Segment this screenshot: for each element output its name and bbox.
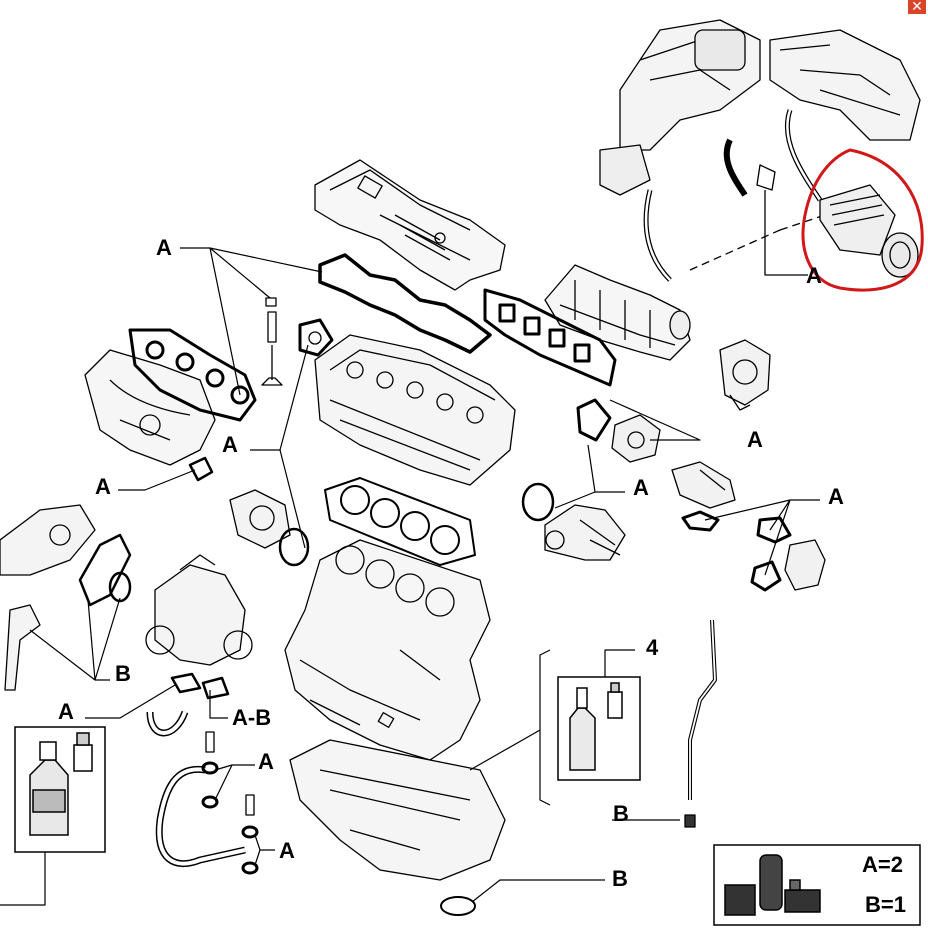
callout-b: B	[115, 661, 131, 686]
sealant-kit-4	[557, 676, 641, 781]
intake-gasket	[483, 288, 617, 387]
intake-manifold	[544, 264, 691, 361]
legend-box	[713, 844, 921, 926]
legend-b-quantity: B=1	[865, 892, 906, 917]
kit-number: 4	[646, 635, 659, 660]
callout-a: A	[156, 235, 172, 260]
egr-gasket-3	[750, 560, 782, 592]
highlight-circle	[801, 148, 924, 292]
oil-pipe-assembly	[155, 731, 259, 875]
close-icon[interactable]: ✕	[908, 0, 926, 14]
water-outlet	[611, 414, 661, 463]
cylinder-head	[314, 334, 516, 486]
sealant-bottle-icon	[29, 741, 69, 836]
callout-a: A	[95, 474, 111, 499]
egr-elbow	[784, 539, 826, 591]
turbo-flange-gasket	[188, 456, 214, 482]
callout-a: A	[279, 838, 295, 863]
crank-seal	[108, 571, 132, 603]
egr-gasket-2	[756, 516, 792, 544]
egr-cooler-assembly	[599, 19, 921, 282]
engine-block	[284, 539, 491, 761]
callout-a: A	[58, 699, 74, 724]
callout-a: A	[633, 475, 649, 500]
callout-a: A	[258, 749, 274, 774]
thermostat-housing	[544, 504, 626, 561]
egr-valve	[671, 461, 736, 509]
gasket-kit-icon	[724, 854, 821, 916]
callout-a: A	[806, 263, 822, 288]
head-gasket	[324, 477, 476, 566]
timing-cover	[0, 504, 96, 576]
egr-gasket-1	[681, 510, 720, 532]
thermostat-gasket	[576, 398, 612, 442]
throttle-body	[719, 339, 771, 411]
callout-b: B	[612, 866, 628, 891]
oil-pan-oring	[440, 896, 476, 916]
valve-and-seal	[261, 297, 334, 386]
dipstick-bolt	[684, 814, 696, 828]
legend-a-quantity: A=2	[862, 852, 903, 877]
oil-pipe-left	[4, 604, 41, 691]
callout-a: A	[747, 427, 763, 452]
exhaust-gasket	[128, 328, 257, 422]
thermostat-oring	[521, 482, 555, 522]
callout-a: A	[828, 484, 844, 509]
valve-cover	[314, 159, 506, 291]
turbo-gasket-2	[201, 676, 230, 700]
callout-b: B	[613, 801, 629, 826]
turbocharger	[145, 554, 253, 666]
timing-gasket	[78, 533, 132, 607]
callout-a: A	[222, 432, 238, 457]
leader-lines	[0, 247, 820, 906]
callout-a-b: A-B	[232, 705, 272, 730]
sealant-kit-left	[14, 726, 106, 853]
valve-cover-gasket	[318, 253, 492, 354]
sealant-tube-icon	[73, 732, 93, 772]
water-pump-oring	[278, 527, 310, 567]
dipstick-tube	[688, 619, 717, 800]
oil-pan	[289, 739, 506, 881]
turbo-gasket	[170, 672, 202, 694]
water-pump	[229, 489, 291, 549]
